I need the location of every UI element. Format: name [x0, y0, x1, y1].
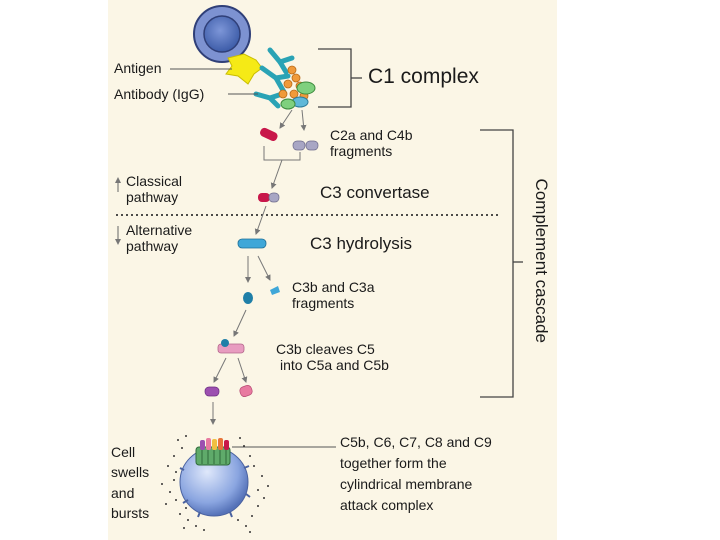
label-mac-line2: together form the	[340, 455, 447, 471]
label-c3-hydrolysis: C3 hydrolysis	[310, 234, 413, 253]
c1-bracket	[318, 48, 352, 108]
label-c2a-c4b-line2: fragments	[330, 143, 393, 160]
label-alternative-line2: pathway	[126, 238, 179, 255]
label-alternative-line1: Alternative	[126, 222, 193, 238]
label-mac-line4: attack complex	[340, 497, 434, 513]
label-c3b-c3a-line2: fragments	[292, 295, 355, 312]
label-classical-pathway: Classical pathway	[126, 173, 182, 205]
label-antigen: Antigen	[114, 60, 162, 76]
c5b-fragment	[239, 385, 253, 397]
label-cell-line3: and	[111, 484, 135, 501]
label-c3b-c3a: C3b and C3a fragments	[292, 279, 375, 311]
c3-shape	[237, 238, 267, 249]
antibody-shape	[253, 47, 295, 109]
antigen-shape	[225, 53, 263, 85]
c2a-fragment	[260, 127, 278, 142]
label-mac-line1: C5b, C6, C7, C8 and C9	[340, 434, 492, 450]
c5a-fragment	[204, 386, 220, 397]
label-mac-line3: cylindrical membrane	[340, 476, 473, 492]
c4b-fragment	[292, 140, 319, 151]
membrane-attack-complex	[195, 438, 231, 466]
c3-convertase-shape	[258, 192, 280, 203]
arrow-c1-c4b	[300, 109, 307, 131]
label-cell-line4: bursts	[111, 504, 150, 521]
label-alternative-pathway: Alternative pathway	[126, 222, 192, 254]
label-c2a-c4b: C2a and C4b fragments	[330, 127, 413, 159]
label-classical-line1: Classical	[126, 173, 183, 189]
label-c3b-c3a-line1: C3b and C3a	[292, 279, 375, 295]
cell-debris	[161, 435, 269, 533]
cascade-bracket	[480, 129, 514, 398]
label-mac: C5b, C6, C7, C8 and C9 together form the…	[340, 432, 492, 516]
c1-complex-shape	[278, 65, 316, 110]
label-c1-complex: C1 complex	[368, 65, 479, 88]
label-antibody: Antibody (IgG)	[114, 86, 205, 102]
label-c3-convertase: C3 convertase	[320, 183, 430, 202]
label-classical-line2: pathway	[126, 189, 179, 206]
label-c3b-cleaves: C3b cleaves C5 into C5a and C5b	[276, 341, 389, 373]
diagram-panel	[108, 0, 557, 540]
pathogen-cell	[193, 5, 251, 63]
c3b-fragment	[243, 292, 253, 304]
label-cell-line1: Cell	[111, 444, 136, 460]
c3a-fragment	[270, 286, 280, 295]
c5-complex-shape	[217, 339, 245, 354]
arrow-c1-c2a	[279, 109, 293, 129]
label-c2a-c4b-line1: C2a and C4b	[330, 127, 413, 143]
label-cell-line2: swells	[111, 464, 150, 481]
label-c3b-cleaves-line2: into C5a and C5b	[280, 357, 389, 374]
label-cell-swells: Cell swells and bursts	[111, 442, 149, 523]
label-c3b-cleaves-line1: C3b cleaves C5	[276, 341, 375, 357]
label-complement-cascade: Complement cascade	[531, 178, 551, 343]
